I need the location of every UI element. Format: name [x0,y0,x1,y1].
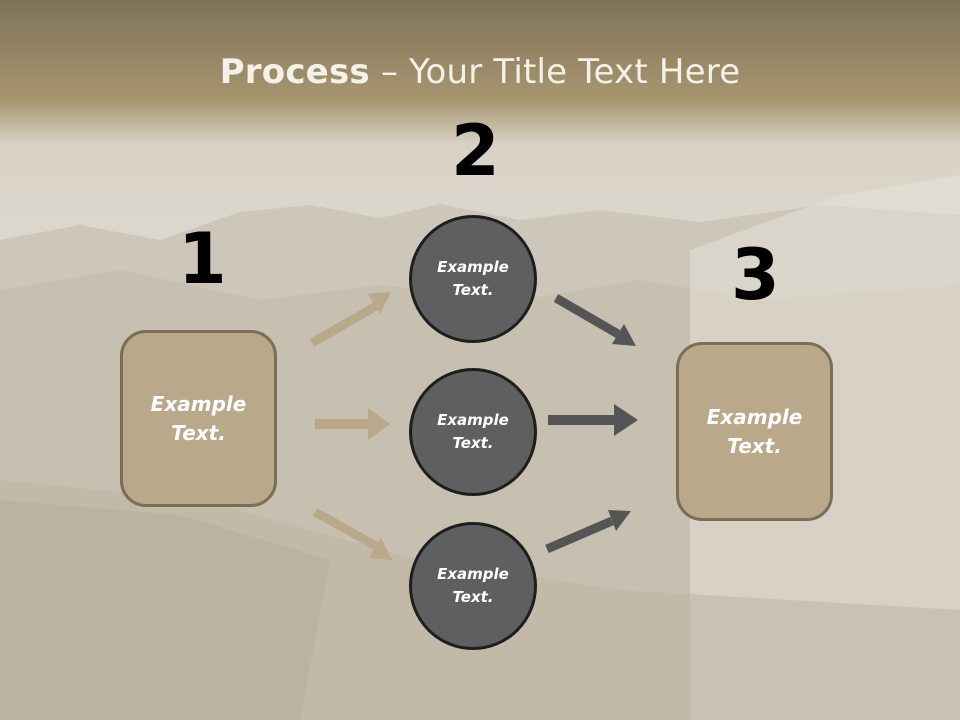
circle-label: Example Text. [437,258,509,299]
step3-box: Example Text. [676,342,833,521]
arrow-bottom-to-step3 [545,510,631,554]
slide-title: Process – Your Title Text Here [0,52,960,92]
step1-label: Example Text. [150,391,247,445]
arrow-step1-to-bottom [312,508,392,560]
step3-label: Example Text. [706,404,803,458]
step-number-2: 2 [451,110,500,192]
arrow-middle-to-step3 [548,404,638,436]
title-rest: – Your Title Text Here [369,52,741,92]
circle-label: Example Text. [437,565,509,606]
step-number-1: 1 [178,218,227,300]
step2-circle-top: Example Text. [409,215,537,343]
step2-circle-bottom: Example Text. [409,522,537,650]
arrow-top-to-step3 [553,294,636,346]
step2-circle-middle: Example Text. [409,368,537,496]
title-bold: Process [219,52,370,92]
arrow-step1-to-top [309,292,391,347]
step1-box: Example Text. [120,330,277,507]
circle-label: Example Text. [437,411,509,452]
arrow-step1-to-middle [315,408,390,440]
step-number-3: 3 [731,234,780,316]
